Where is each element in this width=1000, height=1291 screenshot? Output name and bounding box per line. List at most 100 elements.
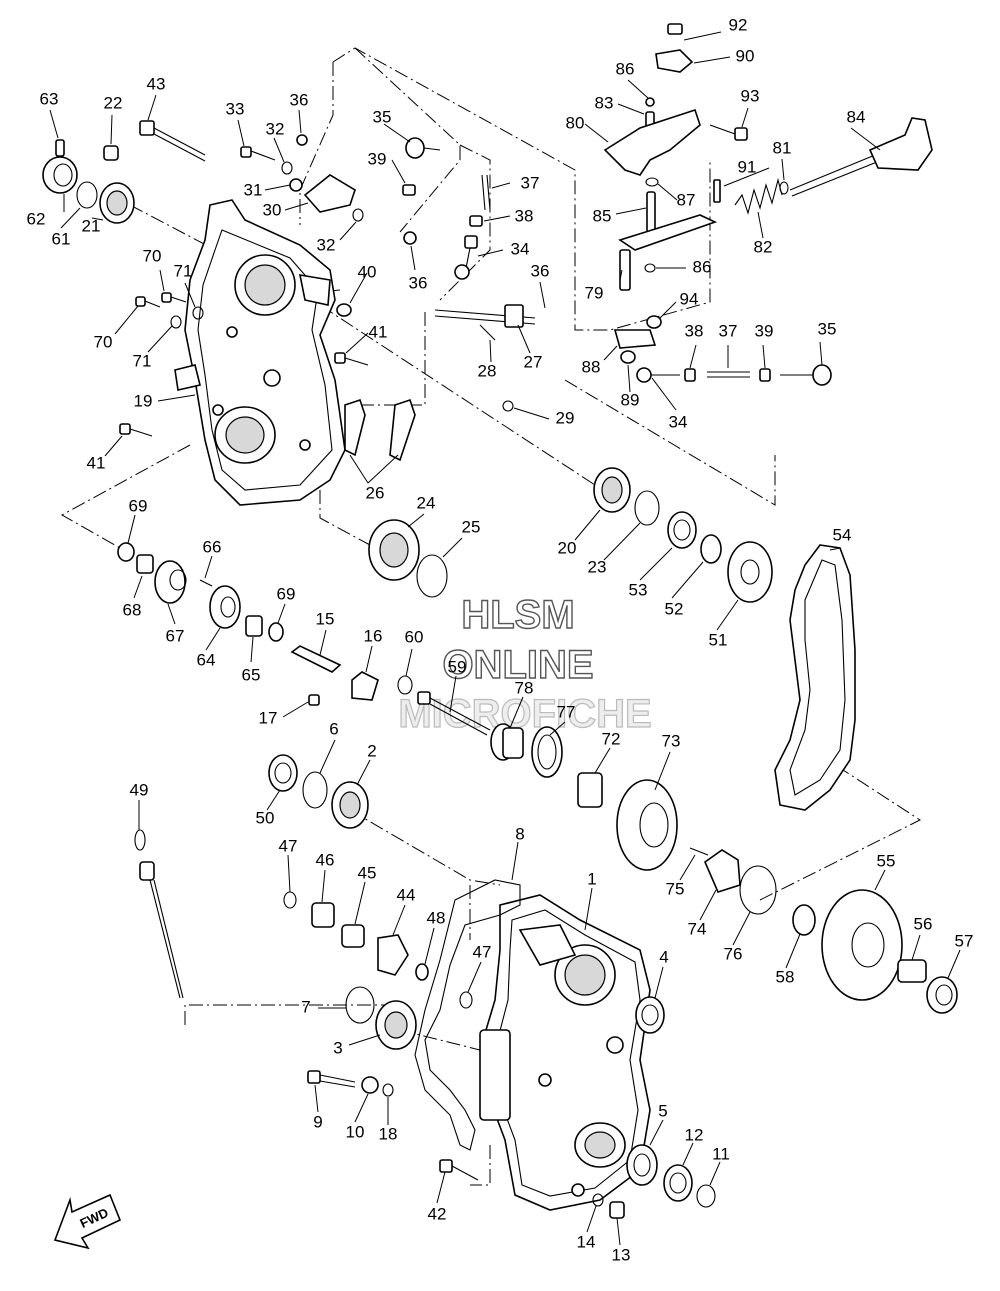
plug-63[interactable] [55, 139, 65, 157]
o-ring-11[interactable] [696, 1184, 716, 1208]
bushing-65[interactable] [245, 615, 263, 637]
washer-71-lower[interactable] [170, 315, 182, 329]
spline-hub-72[interactable] [577, 772, 603, 808]
clip-47-right[interactable] [459, 991, 473, 1009]
nut-92[interactable] [667, 23, 683, 35]
clip-86-lower[interactable] [644, 263, 656, 273]
gear-64[interactable] [209, 585, 241, 629]
shaft-15[interactable] [290, 645, 342, 673]
spring-77[interactable] [531, 726, 563, 778]
bolt-70-lower[interactable] [135, 296, 161, 308]
screw-91[interactable] [713, 179, 721, 203]
sprocket-51[interactable] [727, 541, 773, 603]
seal-57[interactable] [926, 976, 958, 1014]
pin-28[interactable] [479, 324, 496, 341]
collar-78[interactable] [490, 723, 524, 761]
bolt-17[interactable] [308, 694, 320, 706]
seal-4[interactable] [635, 996, 665, 1034]
bolt-42[interactable] [439, 1159, 479, 1181]
bolt-9[interactable] [307, 1070, 356, 1088]
bolt-93[interactable] [709, 124, 748, 141]
nut-39-left[interactable] [402, 184, 416, 196]
inner-chaincase-housing[interactable] [479, 894, 651, 1211]
o-ring-29[interactable] [502, 400, 514, 412]
needle-bearing-68[interactable] [136, 554, 154, 574]
plate-88[interactable] [613, 329, 657, 349]
rod-end-34-left[interactable] [454, 235, 478, 280]
bearing-2[interactable] [331, 781, 369, 829]
bolt-59[interactable] [417, 691, 491, 736]
bracket-44[interactable] [377, 934, 409, 976]
dipstick-49[interactable] [134, 829, 184, 999]
lever-80[interactable] [603, 108, 701, 176]
collar-50[interactable] [268, 754, 298, 792]
circlip-23[interactable] [634, 490, 660, 526]
seal-5[interactable] [626, 1144, 658, 1186]
pin-85[interactable] [646, 191, 656, 233]
bearing-21[interactable] [99, 182, 135, 224]
nut-38-right[interactable] [684, 368, 696, 382]
rod-end-34-right[interactable] [636, 367, 680, 383]
nut-36-mid[interactable] [403, 231, 417, 245]
gear-55[interactable] [821, 889, 903, 1001]
washer-71-upper[interactable] [192, 306, 204, 320]
bushing-45[interactable] [341, 924, 365, 948]
washer-18[interactable] [382, 1083, 394, 1097]
nut-40[interactable] [336, 303, 352, 317]
circlip-7[interactable] [345, 986, 375, 1024]
bracket-30[interactable] [303, 174, 356, 213]
washer-81[interactable] [779, 181, 789, 195]
lever-79[interactable] [618, 214, 718, 291]
screw-75[interactable] [689, 847, 709, 856]
nut-31[interactable] [289, 178, 303, 192]
shift-lever-84[interactable] [789, 117, 933, 197]
bolt-41-lower[interactable] [119, 423, 153, 437]
plug-22[interactable] [103, 145, 119, 161]
bolt-41-upper[interactable] [334, 352, 369, 366]
washer-87[interactable] [645, 177, 659, 187]
bearing-3[interactable] [375, 1000, 417, 1050]
washer-14[interactable] [592, 1193, 604, 1207]
plate-16[interactable] [351, 671, 379, 701]
nut-36-top[interactable] [296, 134, 308, 146]
o-ring-61[interactable] [76, 181, 98, 209]
circlip-25[interactable] [416, 554, 448, 598]
circlip-60[interactable] [397, 675, 413, 695]
washer-52[interactable] [700, 534, 722, 564]
washer-48[interactable] [415, 963, 429, 981]
rod-37-left[interactable] [481, 174, 491, 211]
bolt-33[interactable] [240, 146, 276, 161]
bushing-46[interactable] [311, 902, 335, 928]
shift-arms-26[interactable] [344, 398, 416, 462]
ball-joint-35-left[interactable] [405, 137, 441, 159]
needle-bearing-56[interactable] [897, 959, 927, 983]
gear-67[interactable] [154, 560, 187, 604]
nut-39-right[interactable] [759, 368, 771, 382]
bearing-24[interactable] [368, 519, 420, 581]
nut-89[interactable] [620, 350, 636, 364]
chain-54[interactable] [774, 544, 856, 811]
nut-38-left[interactable] [469, 215, 483, 227]
pin-66[interactable] [199, 579, 213, 587]
circlip-76[interactable] [739, 865, 777, 915]
collar-53[interactable] [667, 511, 697, 549]
rod-37-right[interactable] [707, 371, 750, 378]
seal-62[interactable] [42, 156, 78, 194]
washer-69-right[interactable] [268, 622, 284, 642]
bolt-70-upper[interactable] [161, 292, 187, 303]
shift-shaft-27[interactable] [434, 304, 536, 328]
outer-chaincase-cover[interactable] [174, 199, 346, 506]
collar-12[interactable] [663, 1164, 693, 1202]
washer-69-left[interactable] [117, 542, 135, 562]
bracket-90[interactable] [655, 49, 694, 73]
washer-32-upper[interactable] [281, 161, 293, 175]
spring-82[interactable] [734, 177, 783, 215]
circlip-6[interactable] [302, 771, 328, 809]
collar-86-top[interactable] [645, 97, 655, 107]
nut-94[interactable] [646, 315, 662, 329]
washer-32-lower[interactable] [352, 208, 364, 222]
housing-gasket[interactable] [414, 879, 521, 1151]
cam-74[interactable] [704, 849, 741, 893]
clip-47-left[interactable] [283, 891, 297, 909]
washer-58[interactable] [792, 904, 816, 936]
